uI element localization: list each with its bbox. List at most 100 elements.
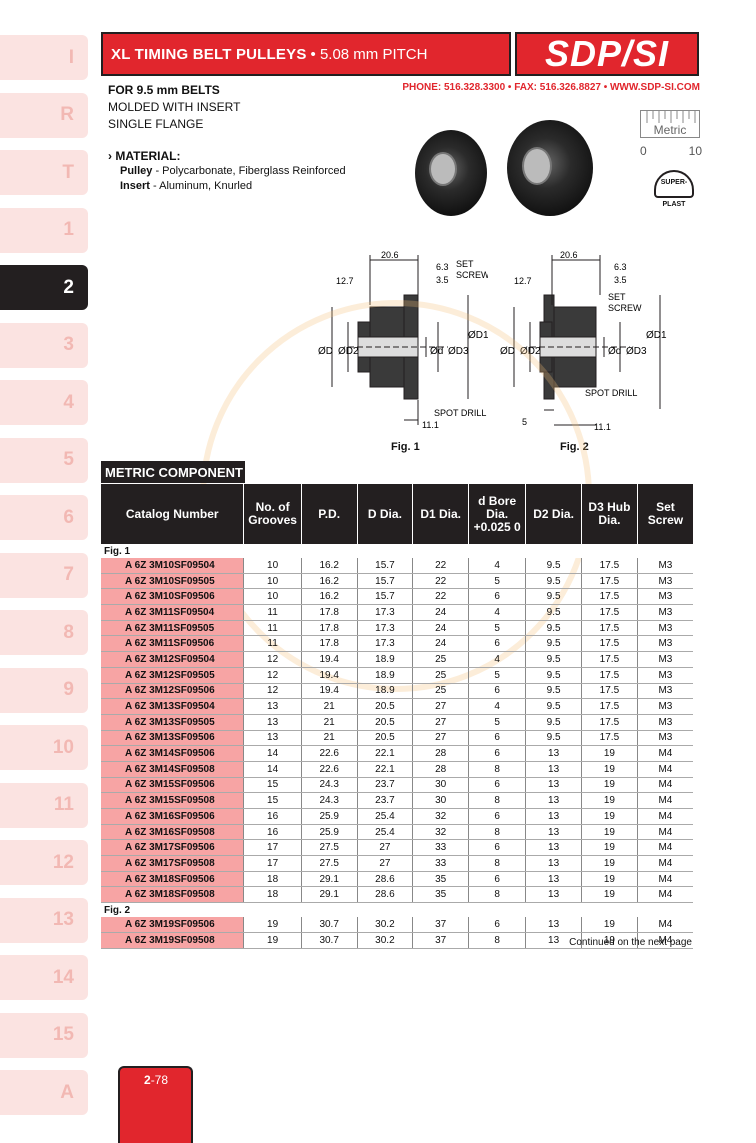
table-cell: 20.5 — [356, 698, 413, 715]
column-header: Catalog Number — [101, 484, 244, 544]
catalog-number-cell: A 6Z 3M14SF09506 — [101, 745, 244, 762]
chapter-tab-6[interactable]: 6 — [0, 495, 88, 540]
chapter-tab-7[interactable]: 7 — [0, 552, 88, 598]
table-cell: 37 — [412, 917, 469, 933]
column-header: No. of Grooves — [243, 484, 302, 544]
column-header: D Dia. — [356, 484, 413, 544]
catalog-number-cell: A 6Z 3M17SF09508 — [101, 855, 244, 872]
table-cell: 32 — [412, 808, 469, 825]
contact-line[interactable]: PHONE: 516.328.3300 • FAX: 516.326.8827 … — [402, 82, 700, 93]
table-cell: 24 — [412, 604, 469, 621]
chapter-tab-14[interactable]: 14 — [0, 955, 88, 1000]
catalog-number-cell: A 6Z 3M12SF09504 — [101, 651, 244, 668]
chapter-tab-11[interactable]: 11 — [0, 782, 88, 828]
sdpsi-logo: SDP/SI — [515, 32, 699, 76]
table-cell: 16 — [243, 808, 302, 825]
table-cell: M4 — [636, 855, 693, 872]
table-cell: 13 — [525, 745, 582, 762]
fig2-label: Fig. 2 — [560, 441, 589, 453]
chapter-tab-13[interactable]: 13 — [0, 897, 88, 943]
table-cell: M3 — [636, 558, 693, 574]
chapter-tab-15[interactable]: 15 — [0, 1012, 88, 1058]
table-cell: 17.5 — [580, 573, 638, 590]
metric-left: 0 — [640, 144, 647, 158]
table-cell: 8 — [468, 792, 526, 809]
fig1-od3: ØD3 — [448, 346, 469, 357]
catalog-number-cell: A 6Z 3M11SF09505 — [101, 620, 244, 637]
table-cell: 17 — [243, 855, 302, 872]
table-cell: 30 — [412, 777, 469, 794]
pulley-label: Pulley — [120, 165, 153, 177]
catalog-number-cell: A 6Z 3M15SF09508 — [101, 792, 244, 809]
chapter-tab-9[interactable]: 9 — [0, 667, 88, 713]
table-cell: 17.5 — [580, 620, 638, 637]
table-cell: 10 — [243, 588, 302, 606]
table-cell: 29.1 — [300, 871, 358, 888]
chapter-tab-r[interactable]: R — [0, 92, 88, 138]
table-cell: 5 — [468, 667, 526, 684]
fig2-dim-12-7: 12.7 — [514, 276, 532, 286]
fig1-od: ØD — [318, 346, 333, 357]
table-cell: M3 — [636, 588, 693, 606]
fig1-dim-11-1: 11.1 — [422, 420, 439, 430]
page-title: XL TIMING BELT PULLEYS — [111, 45, 307, 63]
catalog-number-cell: A 6Z 3M13SF09506 — [101, 730, 244, 747]
chapter-tab-8[interactable]: 8 — [0, 610, 88, 655]
page-num: -78 — [150, 1073, 169, 1087]
chapter-tab-10[interactable]: 10 — [0, 725, 88, 770]
table-cell: 6 — [468, 635, 526, 653]
table-cell: M4 — [636, 839, 693, 857]
table-cell: 18.9 — [356, 667, 413, 684]
chapter-tab-12[interactable]: 12 — [0, 840, 88, 885]
table-cell: 19 — [580, 886, 638, 904]
chapter-tab-5[interactable]: 5 — [0, 437, 88, 483]
table-cell: 20.5 — [356, 714, 413, 731]
table-cell: 15 — [243, 792, 302, 809]
table-cell: 30.2 — [356, 932, 413, 949]
chapter-tab-4[interactable]: 4 — [0, 380, 88, 425]
table-cell: 12 — [243, 667, 302, 684]
chapter-tab-a[interactable]: A — [0, 1070, 88, 1115]
fig2-spot-drill: SPOT DRILL — [585, 388, 637, 398]
table-cell: 9.5 — [525, 604, 582, 621]
fig1-diagram: 20.6 6.3 3.5 12.7 11.1 SET SCREW SPOT DR… — [318, 250, 490, 435]
table-cell: 11 — [243, 604, 302, 621]
column-header: D2 Dia. — [525, 484, 582, 544]
table-cell: 22 — [412, 573, 469, 590]
fig2-od: ØD — [500, 346, 515, 357]
table-cell: 14 — [243, 761, 302, 778]
table-cell: 11 — [243, 620, 302, 637]
chapter-tab-2[interactable]: 2 — [0, 265, 88, 310]
chapter-tab-1[interactable]: 1 — [0, 207, 88, 253]
table-cell: 13 — [525, 871, 582, 888]
chapter-tab-t[interactable]: T — [0, 150, 88, 195]
table-cell: M4 — [636, 824, 693, 841]
chapter-tab-i[interactable]: I — [0, 35, 88, 80]
table-cell: 30.7 — [300, 932, 358, 949]
chapter-tab-3[interactable]: 3 — [0, 322, 88, 368]
table-cell: 24.3 — [300, 792, 358, 809]
table-cell: 17.5 — [580, 730, 638, 747]
catalog-number-cell: A 6Z 3M12SF09506 — [101, 683, 244, 700]
table-cell: 6 — [468, 808, 526, 825]
table-cell: 15.7 — [356, 588, 413, 606]
table-cell: 9.5 — [525, 651, 582, 668]
table-cell: 19.4 — [300, 667, 358, 684]
table-cell: 15.7 — [356, 558, 413, 574]
table-cell: 17.8 — [300, 620, 358, 637]
page-number: 2-78 — [118, 1066, 193, 1143]
table-cell: 30.2 — [356, 917, 413, 933]
table-cell: M3 — [636, 730, 693, 747]
table-cell: 5 — [468, 714, 526, 731]
table-cell: 19 — [243, 932, 302, 949]
table-cell: 6 — [468, 730, 526, 747]
